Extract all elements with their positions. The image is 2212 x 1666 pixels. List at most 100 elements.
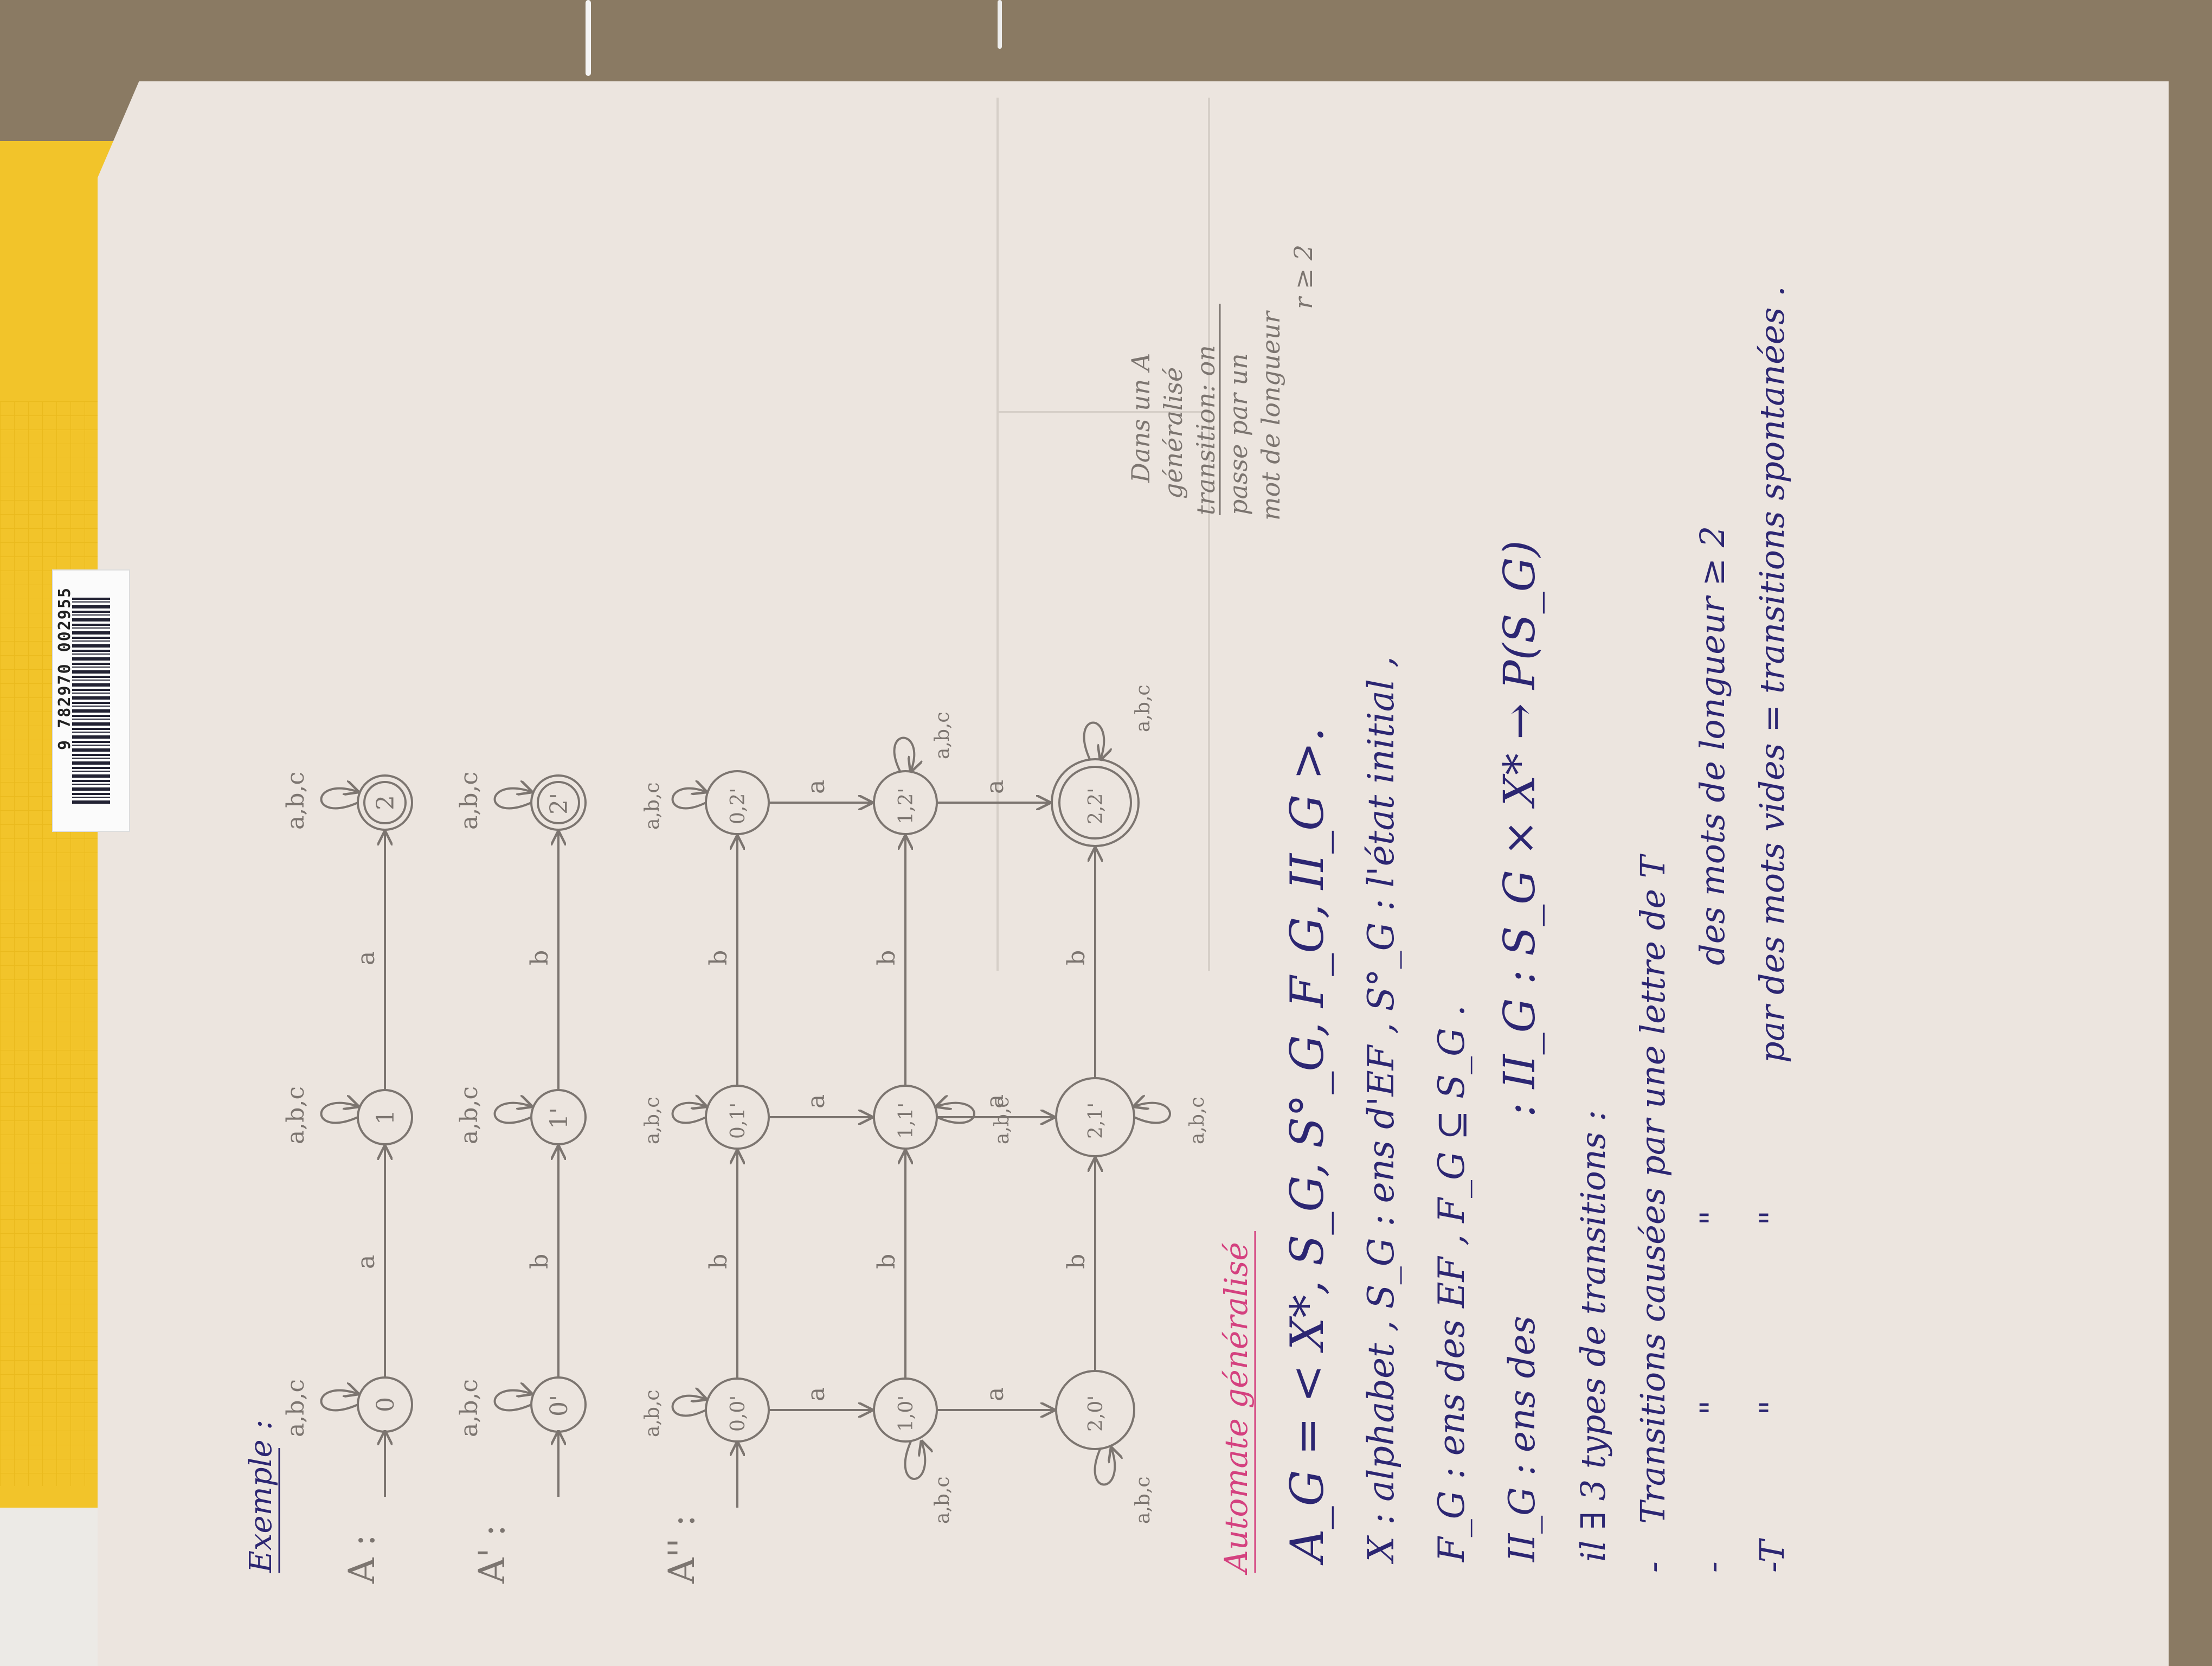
transition-type-3: par des mots vides = transitions spontan… [1752, 286, 1792, 1063]
self-loop [1083, 721, 1104, 760]
barcode-label: 9 782970 002955 [52, 569, 130, 832]
loop-label: a,b,c [641, 782, 664, 830]
edge-label: a [352, 951, 380, 965]
edge-label: b [526, 1254, 554, 1269]
final-state-ring [537, 781, 580, 824]
state-label: 2,0' [1085, 1395, 1107, 1432]
edge-label: b [1063, 1254, 1090, 1269]
definition-line-1: A_G = < X*, S_G, S°_G, F_G, II_G >. [1281, 727, 1334, 1566]
notes-content: Exemple : A : 0 1 2 a a [243, 98, 1792, 1584]
self-loop [671, 1396, 706, 1417]
state-label: 1' [545, 1107, 573, 1129]
edge-label: b [705, 1254, 732, 1269]
section-title: Automate généralisé [1218, 1242, 1255, 1575]
loop-label: a,b,c [641, 1389, 664, 1437]
self-loop [937, 1103, 975, 1124]
loop-label: a,b,c [282, 1086, 310, 1144]
self-loop [493, 1391, 532, 1412]
state-label: 1 [372, 1110, 400, 1125]
edge-label: a [981, 1094, 1009, 1108]
loop-label: a,b,c [455, 772, 483, 830]
edge-label: a [981, 780, 1009, 794]
edge-label: a [352, 1255, 380, 1269]
self-loop [493, 789, 532, 810]
state-label: 1,0' [895, 1395, 917, 1432]
state-label: 0 [372, 1397, 400, 1412]
state-label: 2,1' [1085, 1103, 1107, 1139]
definition-line-2: X : alphabet , S_G : ens d'EF , S°_G : l… [1360, 656, 1402, 1565]
state-label: 0,0' [727, 1395, 749, 1432]
state-circle [1051, 758, 1140, 847]
state-label: 1,2' [895, 788, 917, 824]
self-loop [320, 789, 358, 810]
automaton-A-double-prime-label: A'' : [661, 1515, 703, 1584]
definitions: A_G = < X*, S_G, S°_G, F_G, II_G >. X : … [1281, 540, 1545, 1566]
self-loop [320, 1391, 358, 1412]
ditto-mark: " [1693, 1400, 1732, 1415]
automaton-A: A : [320, 774, 413, 1584]
transition-type-2: des mots de longueur ≥ 2 [1693, 526, 1732, 965]
edge-label: a [802, 1387, 830, 1401]
state-label: 1,1' [895, 1103, 917, 1139]
automaton-A-label: A : [341, 1534, 383, 1584]
edge-label: b [873, 1254, 901, 1269]
automaton-A-prime-text: 0' 1' 2' b b a,b,c a,b,c a,b,c [455, 772, 573, 1437]
ditto-mark: " [1693, 1210, 1732, 1226]
state-label: 2 [372, 795, 400, 810]
edge-label: b [873, 950, 901, 965]
loop-label: a,b,c [641, 1097, 664, 1144]
state-label: 2' [545, 793, 573, 815]
barcode-icon [72, 598, 110, 804]
loop-label: a,b,c [1132, 684, 1154, 732]
final-state-ring [1058, 766, 1132, 840]
final-state-ring [363, 781, 407, 824]
automaton-A-double-prime-text: 0,0' 0,1' 0,2' 1,0' 1,1' 1,2' 2,0' 2,1' … [641, 684, 1208, 1524]
loop-label: a,b,c [282, 1379, 310, 1437]
automaton-A-prime: A' : [471, 774, 587, 1584]
definition-line-3: F_G : ens des EF , F_G ⊆ S_G . [1431, 1005, 1472, 1562]
definition-line-4b: : II_G : S_G × X* → P(S_G) [1494, 540, 1545, 1117]
self-loop [320, 1103, 358, 1124]
margin-note-line: r ≥ 2 [1289, 245, 1318, 309]
state-label: 0,2' [727, 788, 749, 824]
self-loop [1134, 1103, 1171, 1124]
loop-label: a,b,c [991, 1097, 1013, 1144]
transition-type-1: ransitions causées par une lettre de T [1633, 853, 1673, 1502]
loop-label: a,b,c [931, 712, 954, 759]
edge-label: b [705, 950, 732, 965]
loop-label: a,b,c [455, 1086, 483, 1144]
automaton-A-prime-label: A' : [471, 1524, 513, 1584]
margin-note-line: Dans un A [1126, 353, 1155, 483]
self-loop [893, 736, 915, 772]
self-loop [671, 1103, 706, 1124]
state-label: 0' [545, 1395, 573, 1417]
margin-note-line: passe par un [1224, 353, 1253, 515]
loop-label: a,b,c [282, 772, 310, 830]
self-loop [671, 789, 706, 810]
edge-label: a [981, 1387, 1009, 1401]
loop-label: a,b,c [931, 1476, 954, 1524]
bullet: - [1633, 1561, 1673, 1573]
automaton-A-double-prime: A'' : [661, 721, 1171, 1584]
bullet: -T [1752, 1537, 1792, 1573]
edge-label: a [802, 780, 830, 794]
loop-label: a,b,c [1186, 1097, 1208, 1144]
edge-label: b [526, 950, 554, 965]
self-loop [493, 1103, 532, 1124]
margin-note-line: mot de longueur [1256, 310, 1285, 521]
loop-label: a,b,c [455, 1379, 483, 1437]
ditto-mark: " [1752, 1210, 1792, 1226]
automaton-A-text: 0 1 2 a a a,b,c a,b,c a,b,c [282, 772, 400, 1437]
ditto-mark: " [1752, 1400, 1792, 1415]
loop-label: a,b,c [1132, 1476, 1154, 1524]
self-loop [904, 1441, 925, 1480]
transition-types-intro: il ∃ 3 types de transitions : [1573, 1110, 1613, 1562]
edge-label: b [1063, 950, 1090, 965]
bullet: - [1693, 1561, 1732, 1573]
margin-note: Dans un A généralisé transition: on pass… [1126, 245, 1318, 521]
margin-note-line: transition: on [1191, 345, 1220, 515]
margin-note-line: généralisé [1159, 367, 1188, 499]
state-label: 2,2' [1085, 788, 1107, 824]
